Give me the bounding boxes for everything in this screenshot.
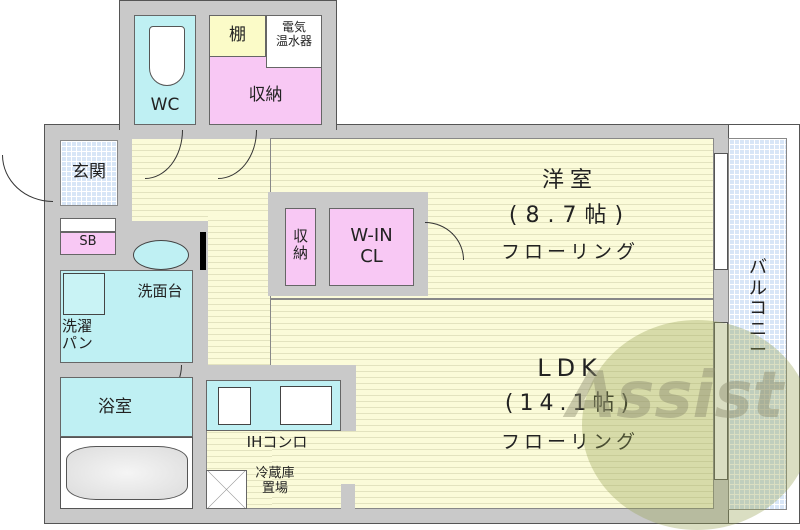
shoe-box-top bbox=[60, 218, 116, 232]
bathtub-icon bbox=[66, 446, 188, 500]
stove-label: IHコンロ bbox=[246, 433, 308, 451]
entrance-label: 玄関 bbox=[72, 162, 106, 182]
ldk-name: LDK bbox=[537, 354, 603, 382]
fridge-label: 冷蔵庫 置場 bbox=[255, 466, 295, 496]
laundry-pan-label: 洗濯 パン bbox=[62, 317, 93, 353]
water-heater-label: 電気 温水器 bbox=[275, 20, 312, 48]
ldk-window[interactable] bbox=[714, 322, 728, 480]
bath-label: 浴室 bbox=[98, 397, 132, 417]
ldk-pillar bbox=[341, 484, 355, 510]
kitchen-sink-icon bbox=[280, 386, 332, 425]
bathroom bbox=[60, 377, 193, 437]
western-room-window[interactable] bbox=[714, 153, 728, 270]
washroom-label: 洗面台 bbox=[137, 282, 183, 300]
western-room-name: 洋室 bbox=[541, 168, 598, 193]
ldk-floor: フローリング bbox=[500, 431, 639, 453]
water-heater bbox=[266, 15, 322, 68]
black-partition bbox=[200, 232, 206, 270]
entrance bbox=[60, 140, 118, 206]
shoe-box-label: SB bbox=[79, 234, 97, 249]
toilet-icon bbox=[149, 26, 185, 86]
western-room-size: (8.7帖) bbox=[508, 203, 632, 228]
shelf-label: 棚 bbox=[229, 25, 246, 45]
storage-top-label: 収納 bbox=[248, 85, 283, 105]
sink-basin-icon bbox=[133, 240, 189, 270]
balcony-label: バルコニー bbox=[749, 257, 767, 361]
watermark-logo bbox=[582, 320, 800, 530]
watermark-text: Assist bbox=[566, 359, 784, 433]
western-room-floor: フローリング bbox=[500, 241, 639, 263]
shelf bbox=[209, 15, 266, 57]
laundry-pan-icon bbox=[63, 273, 105, 315]
walk-in-closet bbox=[329, 208, 414, 286]
entrance-door[interactable] bbox=[2, 155, 53, 202]
shoe-box bbox=[60, 232, 116, 255]
closet bbox=[285, 208, 316, 286]
ih-stove-icon bbox=[218, 387, 251, 425]
fridge-space bbox=[206, 470, 247, 509]
closet-label: 収 納 bbox=[292, 227, 308, 263]
hallway-lower bbox=[208, 215, 270, 365]
ldk-size: (14.1帖) bbox=[504, 391, 636, 416]
wc-label: WC bbox=[150, 95, 180, 115]
walk-in-closet-label: W-IN CL bbox=[350, 225, 393, 267]
balcony bbox=[728, 138, 787, 510]
